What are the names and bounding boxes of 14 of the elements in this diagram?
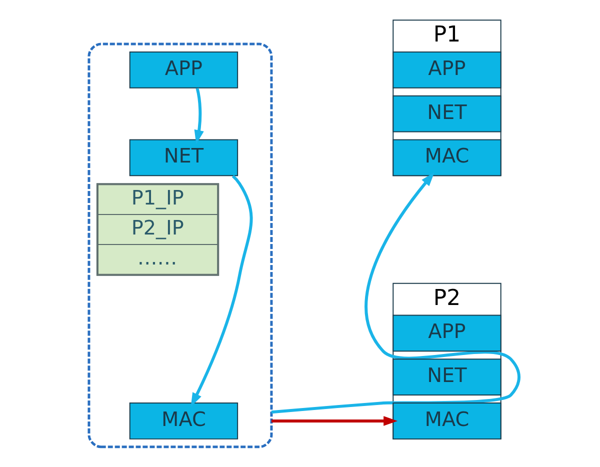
arrow xyxy=(194,88,204,144)
node-box: MAC xyxy=(392,139,502,176)
node-box: APP xyxy=(392,52,502,88)
arrow xyxy=(271,172,520,414)
node-box: NET xyxy=(129,139,238,176)
node-box: NET xyxy=(392,358,502,396)
node-box: APP xyxy=(392,314,502,352)
node-box: APP xyxy=(129,52,238,88)
node-box: NET xyxy=(392,95,502,132)
arrow xyxy=(190,174,253,407)
arrow xyxy=(271,416,398,426)
node-box: MAC xyxy=(129,402,238,440)
cluster xyxy=(88,42,273,448)
node-box: MAC xyxy=(392,402,502,440)
